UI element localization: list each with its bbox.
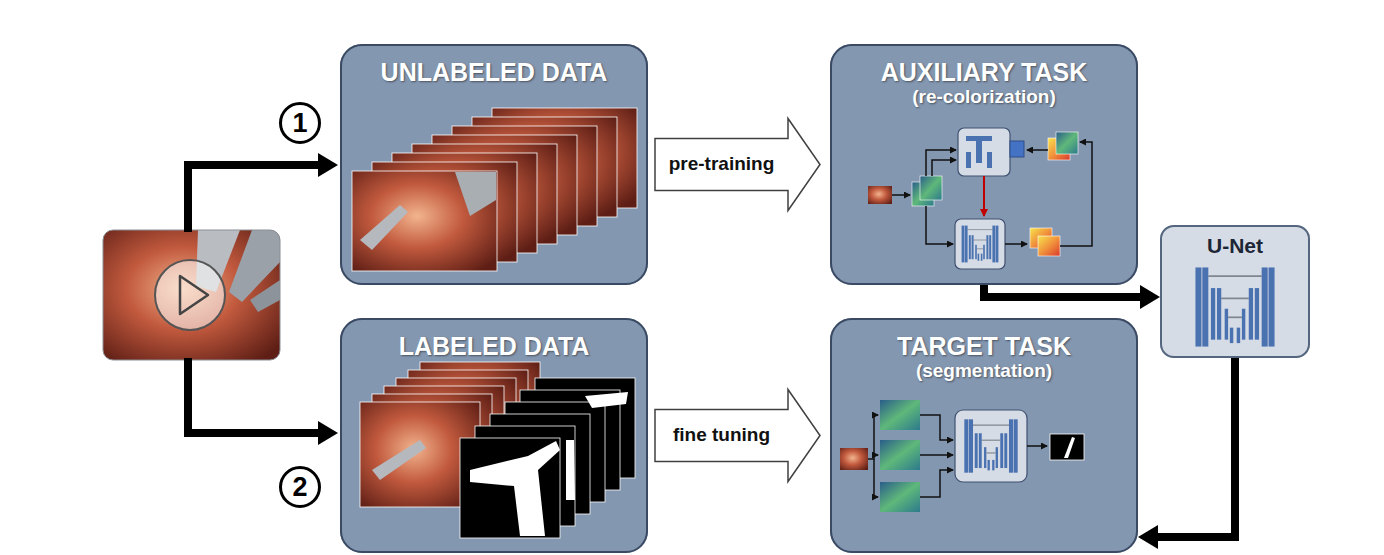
flow-arrow	[188, 358, 318, 433]
flow-arrow	[188, 165, 318, 433]
task-panel: TARGET TASK(segmentation)	[830, 318, 1138, 553]
video-frames	[360, 205, 408, 250]
panel-fill	[340, 44, 1310, 553]
recolorization-network	[966, 136, 992, 141]
panel-subtitle: (segmentation)	[916, 361, 1052, 382]
data-panel: UNLABELED DATA	[340, 44, 648, 285]
segmentation-network	[840, 448, 868, 470]
segmentation-network	[868, 415, 878, 459]
video-thumbnail	[155, 260, 225, 330]
recolorization-network	[1038, 236, 1060, 256]
panel-subtitle: (re-colorization)	[912, 87, 1056, 108]
segmentation-masks	[585, 392, 628, 408]
panel-fill	[340, 318, 648, 553]
recolorization-network	[976, 141, 982, 163]
segmentation-network	[1050, 434, 1084, 460]
video-frames	[372, 440, 426, 480]
unet-icon	[1195, 267, 1274, 346]
segmentation-network	[874, 459, 878, 497]
segmentation-network	[880, 400, 920, 430]
segmentation-network	[920, 454, 953, 456]
unet-icon	[1195, 267, 1274, 346]
video-frames	[352, 171, 497, 271]
panel-title: TARGET TASK	[897, 332, 1071, 361]
video-frames	[352, 108, 637, 271]
process-arrow	[655, 119, 820, 211]
segmentation-network	[880, 440, 920, 470]
video-thumbnail	[103, 230, 280, 360]
recolorization-network	[920, 176, 942, 200]
data-panel: LABELED DATA	[340, 318, 648, 553]
video-thumbnail	[103, 230, 280, 360]
callout-number: 1	[279, 102, 321, 144]
callout-number: 2	[279, 466, 321, 508]
recolorization-network	[958, 128, 1010, 176]
panel-title: U-Net	[1207, 234, 1263, 258]
panel-title: UNLABELED DATA	[381, 58, 608, 87]
segmentation-network	[1064, 437, 1075, 458]
segmentation-network	[964, 419, 1017, 472]
model-box: U-Net	[1160, 225, 1310, 358]
recolorization-network	[932, 160, 956, 176]
recolorization-network	[926, 206, 953, 244]
recolorization-network	[987, 152, 992, 168]
video-frames	[455, 172, 496, 216]
segmentation-network	[920, 470, 953, 497]
recolorization-network	[955, 219, 1005, 269]
video-thumbnail	[180, 276, 208, 314]
video-thumbnail	[103, 230, 280, 360]
video-thumbnail	[103, 230, 280, 360]
segmentation-network	[880, 482, 920, 512]
recolorization-network	[1010, 141, 1024, 157]
recolorization-network	[966, 152, 971, 168]
recolorization-network	[1056, 132, 1078, 154]
recolorization-network	[983, 176, 985, 216]
recolorization-network	[1005, 243, 1027, 245]
panel-fill	[830, 44, 1138, 285]
panel-fill	[340, 44, 648, 285]
panel-title: AUXILIARY TASK	[881, 58, 1088, 87]
flow-arrow	[984, 285, 1140, 297]
flow-arrow	[188, 165, 318, 232]
segmentation-masks	[460, 378, 635, 538]
recolorization-network	[892, 194, 910, 196]
recolorization-network	[868, 128, 1092, 269]
recolorization-network	[962, 226, 999, 263]
arrow-label: pre-training	[667, 153, 777, 176]
panel-fill	[1160, 225, 1310, 358]
process-arrow	[655, 390, 820, 482]
segmentation-network	[1027, 445, 1047, 447]
panel-title: LABELED DATA	[399, 332, 590, 361]
segmentation-network	[920, 415, 953, 440]
flow-arrow	[1158, 358, 1235, 537]
recolorization-network	[1027, 149, 1048, 151]
recolorization-network	[868, 186, 892, 204]
arrow-label: fine tuning	[671, 424, 772, 447]
segmentation-masks	[566, 440, 575, 500]
segmentation-masks	[460, 438, 560, 538]
segmentation-masks	[470, 441, 560, 536]
segmentation-network	[874, 454, 878, 456]
segmentation-network	[840, 400, 1084, 512]
segmentation-network	[955, 410, 1027, 482]
recolorization-network	[926, 150, 956, 176]
video-thumbnail	[250, 280, 280, 312]
task-panel: AUXILIARY TASK(re-colorization)	[830, 44, 1138, 285]
panel-fill	[830, 318, 1138, 553]
